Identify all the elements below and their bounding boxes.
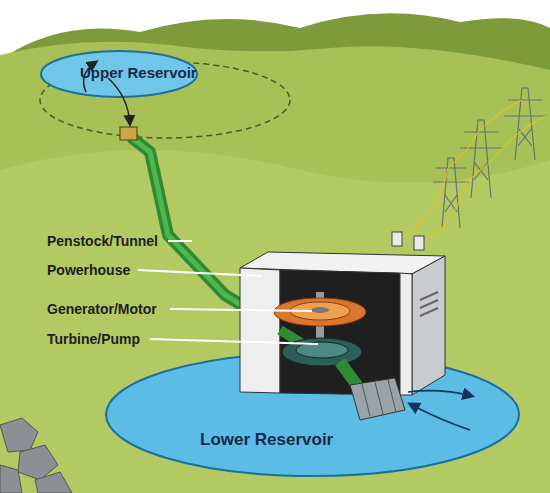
flow-arrow	[408, 391, 472, 396]
outlet-grille	[362, 380, 396, 416]
power-lines	[398, 100, 546, 244]
vent	[420, 292, 438, 300]
rock	[0, 418, 38, 452]
reservoir-name: Upper Reservoir	[80, 64, 197, 81]
power-wire	[420, 116, 546, 244]
insulator	[414, 236, 424, 250]
flow-arrow	[410, 404, 470, 430]
grille-bar	[388, 380, 396, 412]
vent	[420, 308, 438, 316]
generator-hub	[311, 307, 329, 313]
part-label: Generator/Motor	[47, 301, 157, 317]
part-label: Penstock/Tunnel	[47, 233, 158, 249]
part-label: Turbine/Pump	[47, 331, 140, 347]
rock	[0, 465, 22, 493]
terrain	[0, 42, 550, 493]
tower	[460, 120, 502, 198]
flow-arrow	[108, 78, 130, 124]
leader-line	[150, 339, 318, 344]
outlet-structure	[350, 378, 405, 420]
transmission-towers	[433, 88, 546, 228]
reservoir-name: Lower Reservoir	[200, 430, 333, 450]
insulator	[392, 232, 402, 246]
powerhouse-wall	[240, 268, 280, 393]
powerhouse-side	[412, 256, 445, 395]
leader-line	[138, 270, 262, 276]
powerhouse-wall	[400, 273, 412, 395]
intake-structure	[120, 127, 137, 140]
flow-arrow	[84, 62, 96, 92]
power-wire	[398, 100, 522, 240]
vent	[420, 300, 438, 308]
grille-bar	[375, 382, 383, 414]
vents	[420, 292, 438, 316]
rocks	[0, 418, 72, 493]
terrain-slope	[0, 150, 550, 493]
turbine-runner	[282, 338, 362, 366]
tower	[504, 88, 546, 160]
generator-rotor	[274, 298, 366, 326]
part-label: Powerhouse	[47, 262, 130, 278]
leader-line	[168, 240, 192, 242]
grille-bar	[362, 384, 370, 416]
leader-line	[170, 309, 312, 311]
tower	[433, 158, 469, 228]
leader-lines	[138, 241, 318, 344]
rock	[35, 472, 72, 493]
powerhouse-cutaway	[280, 270, 400, 395]
